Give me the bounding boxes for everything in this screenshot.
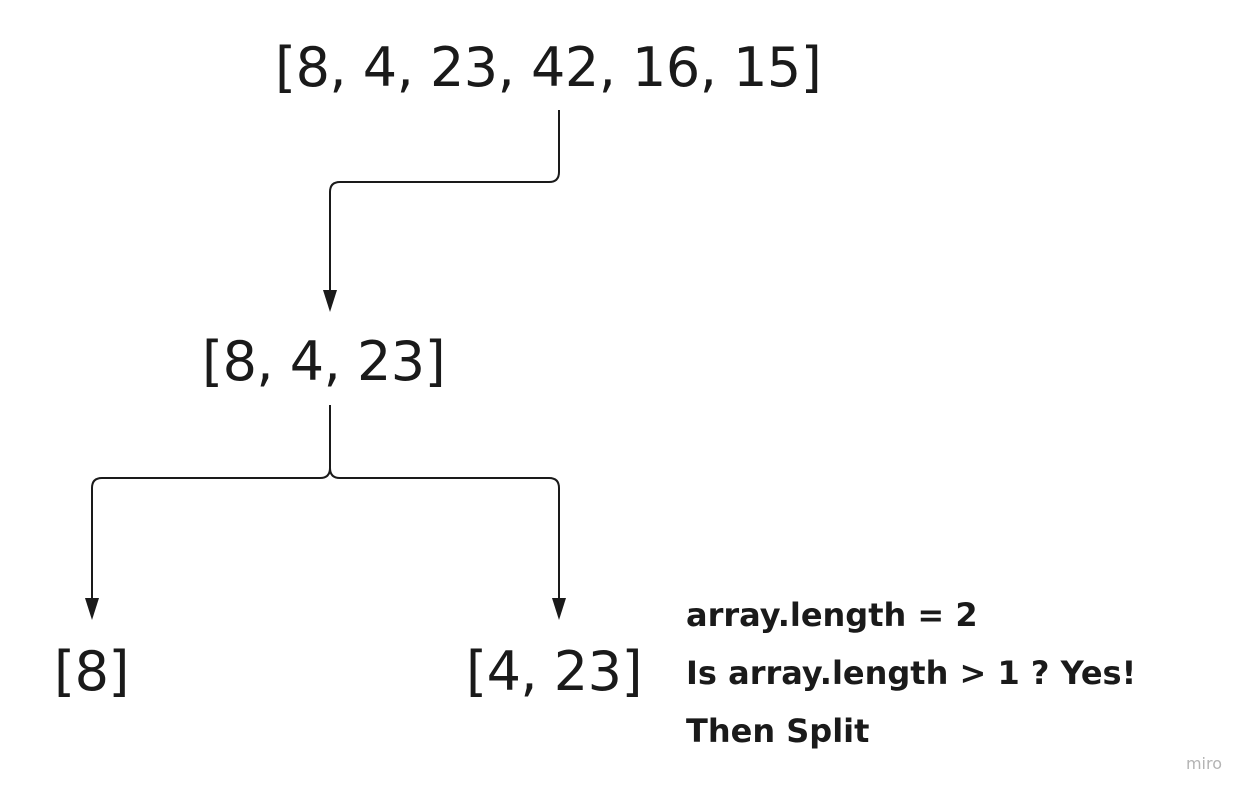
- array-node-root: [8, 4, 23, 42, 16, 15]: [275, 36, 822, 99]
- note-line-length: array.length = 2: [686, 596, 978, 634]
- note-line-action: Then Split: [686, 712, 870, 750]
- arrowhead-leaf-right: [552, 598, 566, 620]
- note-line-condition: Is array.length > 1 ? Yes!: [686, 654, 1137, 692]
- array-node-leaf-left: [8]: [54, 640, 130, 703]
- connector-root-to-left: [329, 110, 560, 298]
- arrowhead-left-half: [323, 290, 337, 312]
- miro-watermark: miro: [1185, 754, 1222, 773]
- arrowhead-leaf-left: [85, 598, 99, 620]
- array-node-leaf-right: [4, 23]: [466, 640, 643, 703]
- array-node-left-half: [8, 4, 23]: [202, 330, 446, 393]
- connector-left-to-leaf-left: [91, 405, 331, 604]
- connector-left-to-leaf-right: [329, 467, 560, 604]
- split-condition-note: array.length = 2 Is array.length > 1 ? Y…: [686, 586, 1136, 760]
